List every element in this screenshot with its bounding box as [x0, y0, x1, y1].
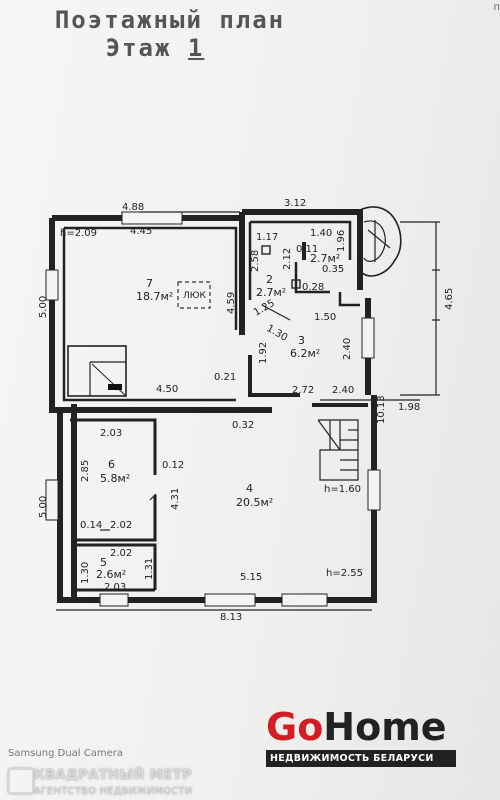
floor-label: Этаж	[105, 34, 188, 62]
interior-walls	[62, 220, 368, 592]
dim-label: 10.13	[376, 395, 387, 424]
dimension-lines	[56, 209, 420, 611]
dim-label: 1.30	[80, 562, 91, 584]
dim-label: 2.03	[104, 582, 126, 593]
room-area: 6.2м²	[290, 347, 320, 360]
camera-watermark: Samsung Dual Camera	[8, 748, 123, 759]
dim-label: 1.25	[252, 298, 277, 319]
logo-go: Go	[266, 705, 324, 749]
room-area: 2.7м²	[256, 286, 286, 299]
dim-label: 2.02	[110, 520, 132, 531]
dim-label: 2.03	[100, 428, 122, 439]
gohome-logo: GoHome НЕДВИЖИМОСТЬ БЕЛАРУСИ	[266, 706, 456, 767]
dim-label: 1.50	[314, 312, 336, 323]
room-number: 2	[266, 273, 273, 286]
dim-label: 2.12	[282, 248, 293, 270]
dim-label: 0.14	[80, 520, 102, 531]
room-number: 6	[108, 458, 115, 471]
dim-label: 1.96	[336, 230, 347, 252]
dim-label: 4.88	[122, 202, 144, 213]
height-label: h=2.55	[326, 568, 363, 579]
room-area: 2.7м²	[310, 252, 340, 265]
dim-label: 8.13	[220, 612, 242, 623]
floor-title: Этаж 1	[0, 34, 405, 62]
stove-block	[67, 345, 127, 397]
dim-label: 5.00	[38, 496, 49, 518]
dim-label: 4.31	[170, 488, 181, 510]
room-area: 18.7м²	[136, 290, 173, 303]
dim-label: 2.40	[332, 385, 354, 396]
room-number: 3	[298, 334, 305, 347]
dim-label: 2.72	[292, 385, 314, 396]
room-area: 5.8м²	[100, 472, 130, 485]
dim-label: 3.12	[284, 198, 306, 209]
hatch-outline	[177, 281, 211, 309]
dim-label: 1.92	[258, 342, 269, 364]
dim-label: 0.12	[162, 460, 184, 471]
agency-watermark-subtitle: АГЕНТСТВО НЕДВИЖИМОСТИ	[34, 786, 193, 797]
room-number: 4	[246, 482, 253, 495]
windows	[45, 211, 381, 607]
room-number: 5	[100, 556, 107, 569]
fixture-marker	[261, 245, 271, 255]
dim-label: 1.98	[398, 402, 420, 413]
logo-wordmark: GoHome	[266, 706, 456, 748]
agency-watermark-name: КВАДРАТНЫЙ МЕТР	[34, 768, 193, 783]
dim-label: 1.31	[144, 558, 155, 580]
logo-home: Home	[323, 705, 447, 749]
dim-label: 4.50	[156, 384, 178, 395]
dim-label: 0.28	[302, 282, 324, 293]
dim-label: 0.21	[214, 372, 236, 383]
agency-logo-icon	[8, 768, 34, 794]
dim-label: 4.45	[130, 226, 152, 237]
dim-label: 2.40	[342, 338, 353, 360]
plan-title: Поэтажный план	[54, 6, 286, 34]
dim-label: 1.30	[265, 323, 290, 344]
dim-label: 5.15	[240, 572, 262, 583]
room-area: 2.6м²	[96, 568, 126, 581]
floor-number: 1	[187, 34, 205, 62]
dim-label: 4.65	[444, 288, 455, 310]
room-area: 20.5м²	[236, 496, 273, 509]
dim-label: 2.02	[110, 548, 132, 559]
dim-label: 0.35	[322, 264, 344, 275]
hatch-label: ЛЮК	[183, 291, 206, 301]
corner-mark: п	[493, 2, 500, 13]
fixture-marker	[291, 279, 301, 289]
dim-label: 2.58	[250, 250, 261, 272]
room-number: 7	[146, 277, 153, 290]
dim-label: 2.85	[80, 460, 91, 482]
dim-label: 1.40	[310, 228, 332, 239]
height-label: h=1.60	[324, 484, 361, 495]
dim-label: 0.11	[296, 244, 318, 255]
dim-label: 0.32	[232, 420, 254, 431]
logo-tagline: НЕДВИЖИМОСТЬ БЕЛАРУСИ	[266, 750, 456, 767]
porch-bay	[359, 206, 440, 396]
fixture-marker	[302, 242, 306, 260]
dim-label: 4.59	[226, 292, 237, 314]
dim-label: 1.17	[256, 232, 278, 243]
staircase	[317, 419, 359, 481]
dim-label: 5.00	[38, 296, 49, 318]
height-label: h=2.09	[60, 228, 97, 239]
